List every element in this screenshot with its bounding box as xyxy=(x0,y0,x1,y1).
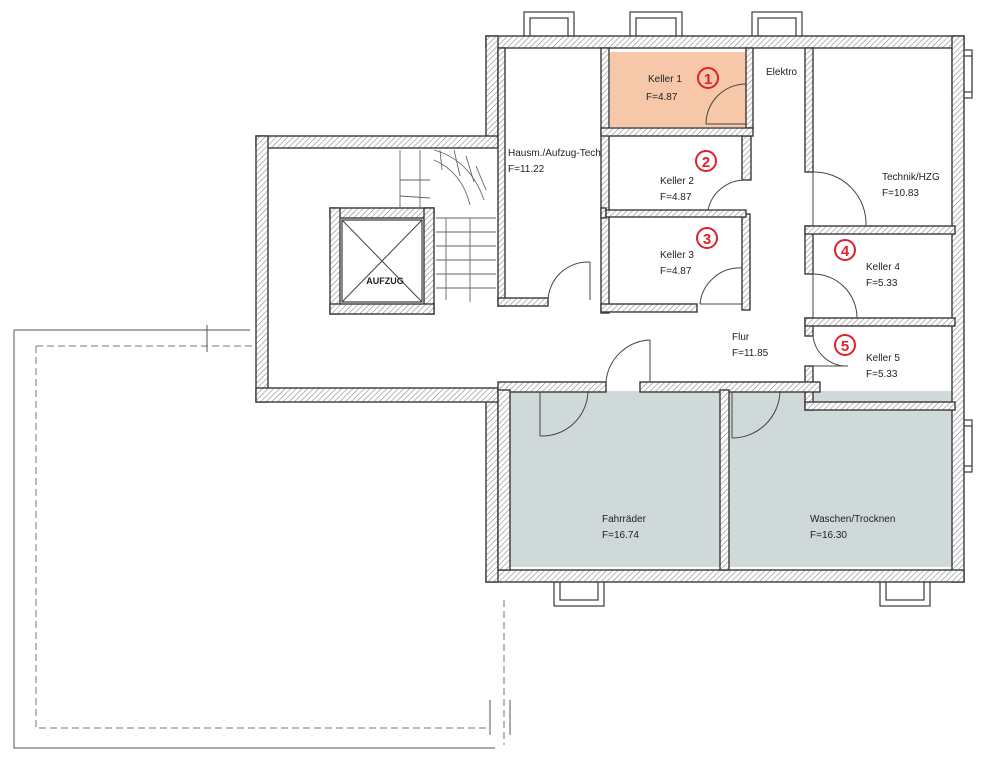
keller-2-area: F=4.87 xyxy=(660,192,692,203)
number-badge-2: 2 xyxy=(695,150,717,172)
keller-1-label: Keller 1 xyxy=(648,74,682,85)
flur-area: F=11.85 xyxy=(732,348,769,359)
fahrraeder-label: Fahrräder xyxy=(602,514,647,525)
keller-3-label: Keller 3 xyxy=(660,250,694,261)
svg-text:4: 4 xyxy=(841,243,850,260)
svg-text:5: 5 xyxy=(841,338,849,355)
number-badge-5: 5 xyxy=(834,334,856,356)
number-badge-1: 1 xyxy=(697,67,719,89)
keller-4-area: F=5.33 xyxy=(866,278,898,289)
fahrraeder-area[interactable] xyxy=(509,391,721,567)
keller-1-highlight[interactable] xyxy=(610,52,746,127)
hausanschluss-area: F=11.22 xyxy=(508,164,545,175)
waschen-area-value: F=16.30 xyxy=(810,530,847,541)
waschen-area[interactable] xyxy=(729,391,955,567)
keller-5-area: F=5.33 xyxy=(866,369,898,380)
number-badge-3: 3 xyxy=(696,227,718,249)
technik-area: F=10.83 xyxy=(882,188,919,199)
aufzug-label: AUFZUG xyxy=(366,276,404,286)
svg-text:1: 1 xyxy=(704,71,712,88)
terrace-outline xyxy=(13,325,511,749)
staircase xyxy=(399,149,496,302)
keller-2-label: Keller 2 xyxy=(660,176,694,187)
technik-label: Technik/HZG xyxy=(882,172,940,183)
keller-1-area: F=4.87 xyxy=(646,92,678,103)
walls xyxy=(255,35,965,583)
svg-text:3: 3 xyxy=(703,231,711,248)
doors xyxy=(539,83,867,439)
hausanschluss-label: Hausm./Aufzug-Tech xyxy=(508,148,601,159)
keller-4-label: Keller 4 xyxy=(866,262,900,273)
flur-label: Flur xyxy=(732,332,750,343)
number-badge-4: 4 xyxy=(834,239,856,261)
keller-3-area: F=4.87 xyxy=(660,266,692,277)
elevator-symbol xyxy=(341,219,423,303)
svg-text:2: 2 xyxy=(702,154,710,171)
keller-5-label: Keller 5 xyxy=(866,353,900,364)
waschen-label: Waschen/Trocknen xyxy=(810,514,895,525)
elektro-label: Elektro xyxy=(766,67,798,78)
fahrraeder-area-value: F=16.74 xyxy=(602,530,639,541)
